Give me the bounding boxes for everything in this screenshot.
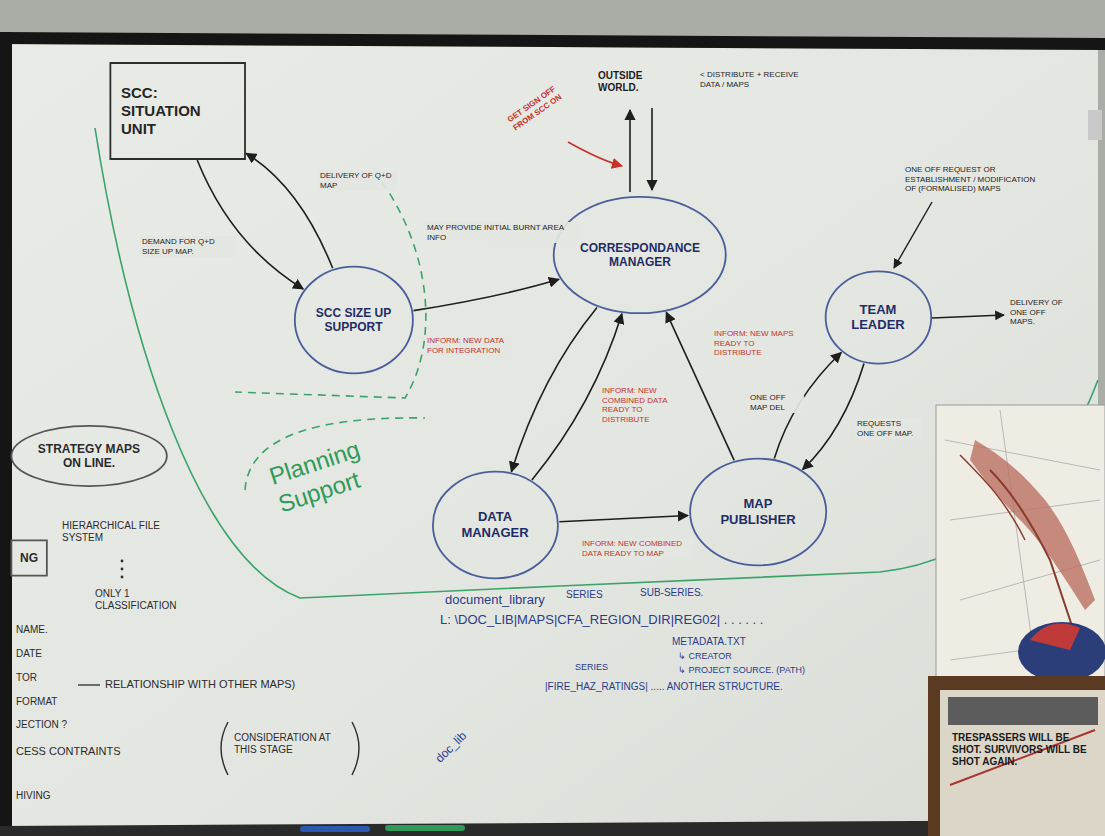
edge-label: REQUESTS ONE OFF MAP. [855,418,921,439]
node-text-block: SCC: SITUATION UNIT [121,84,234,138]
note-text: L: \DOC_LIB|MAPS|CFA_REGION_DIR|REG02| .… [440,612,763,628]
note-text: TOR [16,672,37,684]
box-outline [11,540,46,575]
node-text-block: SCC SIZE UP SUPPORT [313,306,394,335]
note-text: RELATIONSHIP WITH OTHER MAPS) [105,678,295,691]
note-text: CESS CONTRAINTS [16,745,121,758]
circle-outline [690,459,826,566]
node-label: SCC SIZE UP SUPPORT [313,306,394,335]
bracket [352,722,359,775]
note-arrow [568,142,622,166]
node-text-block: MAP PUBLISHER [711,496,805,527]
process-circle: MAP PUBLISHER [688,457,828,567]
edge-label: INFORM: NEW COMBINED DATA READY TO DISTR… [600,385,694,425]
flow-arrow [511,308,597,472]
cap [1018,622,1105,682]
process-circle: TEAM LEADER [824,270,933,365]
circle-outline [11,426,166,486]
delivery-arrow [932,315,1004,318]
flow-arrow [559,516,688,522]
dashed-boundary [235,182,426,398]
dot [121,576,124,579]
edge-label: ONE OFF MAP DEL [748,392,804,413]
note-text: document_library [445,592,545,608]
node-text-block: DATA MANAGER [452,509,538,540]
board-frame [0,32,1105,50]
note-text: METADATA.TXT [672,636,746,648]
edge-label: DELIVERY OF Q+D MAP [318,170,397,191]
board-frame [0,32,12,836]
process-box: SCC: SITUATION UNIT [109,62,246,160]
note-text: SERIES [575,662,608,673]
flow-arrow [414,279,559,310]
note-text: SERIES [566,589,603,601]
note-text: HIVING [16,790,50,802]
note-text: ↳ PROJECT SOURCE. (PATH) [678,665,805,676]
note-text: DELIVERY OF ONE OFF MAPS. [1010,298,1072,327]
note-text: HIERARCHICAL FILE SYSTEM [62,520,172,544]
process-box: NG [11,540,47,576]
note-text: < DISTRIBUTE + RECEIVE DATA / MAPS [700,70,810,89]
node-label: NG [16,551,42,565]
process-circle: STRATEGY MAPS ON LINE. [9,425,169,487]
note-text: OUTSIDE WORLD. [598,70,658,94]
node-text-block: TEAM LEADER [842,302,914,333]
box-outline [110,63,245,159]
sign-frame [928,676,1105,836]
note-text: ONLY 1 CLASSIFICATION [95,588,205,612]
circle-outline [554,197,726,313]
edge-label: DEMAND FOR Q+D SIZE UP MAP. [140,236,236,257]
circle-outline [432,472,557,579]
process-circle: DATA MANAGER [431,470,560,580]
node-label: TEAM LEADER [842,302,914,333]
marker-pen [300,826,370,832]
map-poster [936,405,1105,705]
note-text: DATE [16,648,42,660]
process-circle: SCC SIZE UP SUPPORT [293,265,415,375]
node-label: DATA MANAGER [452,509,538,540]
note-text: FORMAT [16,696,57,708]
outside-arrow [651,108,653,190]
note-text: SUB-SERIES. [640,587,703,599]
circle-outline [294,267,412,374]
process-circle: CORRESPONDANCE MANAGER [551,195,728,315]
edge-label: INFORM: NEW DATA FOR INTEGRATION [425,335,519,356]
edge-label: INFORM: NEW MAPS READY TO DISTRIBUTE [712,328,796,359]
board-hinge [1088,110,1102,140]
note-text: |FIRE_HAZ_RATINGS| ..... ANOTHER STRUCTU… [545,681,783,693]
node-label: MAP PUBLISHER [711,496,805,527]
bracket [221,722,228,775]
node-text-block: STRATEGY MAPS ON LINE. [35,442,143,471]
flow-arrow [197,160,303,289]
note-text: NAME. [16,624,48,636]
outside-arrow [629,110,631,192]
edge-label: INFORM: NEW COMBINED DATA READY TO MAP [580,538,694,559]
node-label: CORRESPONDANCE MANAGER [580,241,700,270]
note-text: TRESPASSERS WILL BE SHOT. SURVIVORS WILL… [952,732,1092,768]
dot [121,568,124,571]
circle-outline [825,271,931,363]
node-text-block: NG [16,551,42,565]
node-label: SCC: SITUATION UNIT [121,84,234,138]
request-arrow [894,202,932,268]
note-text: ONE OFF REQUEST OR ESTABLISHMENT / MODIF… [905,165,1045,194]
note-text: JECTION ? [16,719,67,731]
dash [78,684,100,685]
edge-label: MAY PROVIDE INITIAL BURNT AREA INFO [425,222,579,243]
dot [121,560,124,563]
marker-pen [385,825,465,831]
node-label: STRATEGY MAPS ON LINE. [35,442,143,471]
node-text-block: CORRESPONDANCE MANAGER [580,241,700,270]
flow-arrow [803,363,864,469]
note-text: CONSIDERATION AT THIS STAGE [234,732,346,756]
note-text: ↳ CREATOR [678,651,732,662]
